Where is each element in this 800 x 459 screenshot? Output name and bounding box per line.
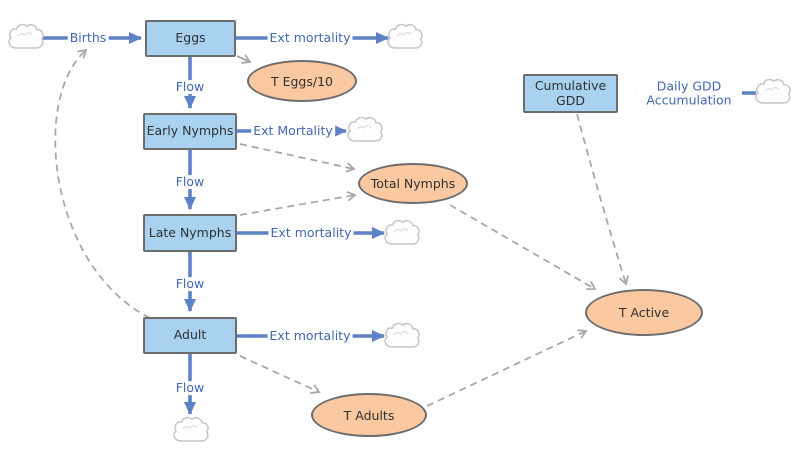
flow-label-adult-flow[interactable]: Flow — [173, 380, 207, 396]
link-late-to-total-nymphs[interactable] — [239, 195, 355, 216]
stock-eggs-label: Eggs — [175, 30, 206, 46]
cloud-sink-early-mortality[interactable] — [347, 116, 383, 142]
flow-label-early-ext-mortality[interactable]: Ext Mortality — [251, 123, 335, 139]
stock-early-nymphs-label: Early Nymphs — [146, 123, 234, 139]
stock-late-nymphs-label: Late Nymphs — [148, 224, 232, 240]
converter-t-adults[interactable]: T Adults — [311, 393, 427, 437]
stock-adult[interactable]: Adult — [143, 317, 237, 354]
converter-t-active-label: T Active — [618, 305, 670, 320]
cloud-sink-late-mortality[interactable] — [384, 219, 420, 245]
stock-early-nymphs[interactable]: Early Nymphs — [143, 113, 237, 150]
flow-label-adult-ext-mortality[interactable]: Ext mortality — [267, 328, 353, 344]
stock-cumulative-gdd[interactable]: Cumulative GDD — [523, 74, 618, 113]
converter-t-eggs-10-label: T Eggs/10 — [270, 73, 333, 89]
stock-eggs[interactable]: Eggs — [145, 20, 236, 57]
cloud-sink-eggs-mortality[interactable] — [387, 23, 423, 49]
link-early-to-total-nymphs[interactable] — [239, 143, 354, 169]
flow-label-daily-gdd-accumulation[interactable]: Daily GDD Accumulation — [636, 79, 742, 107]
converter-t-eggs-10[interactable]: T Eggs/10 — [247, 60, 357, 102]
flow-label-births[interactable]: Births — [67, 30, 109, 46]
flow-label-late-flow[interactable]: Flow — [173, 276, 207, 292]
cloud-source-gdd[interactable] — [755, 78, 791, 104]
flow-label-eggs-flow[interactable]: Flow — [173, 79, 207, 95]
converter-total-nymphs[interactable]: Total Nymphs — [358, 163, 468, 204]
cloud-sink-adult-mortality[interactable] — [384, 322, 420, 348]
flow-label-eggs-ext-mortality[interactable]: Ext mortality — [267, 30, 353, 46]
link-adult-to-births[interactable] — [54, 50, 151, 319]
flow-label-late-ext-mortality[interactable]: Ext mortality — [268, 225, 354, 241]
link-adult-to-t-adults[interactable] — [239, 355, 319, 392]
link-t-adults-to-t-active[interactable] — [426, 331, 586, 407]
stock-late-nymphs[interactable]: Late Nymphs — [143, 214, 237, 252]
cloud-source-births[interactable] — [8, 23, 44, 49]
converter-t-adults-label: T Adults — [343, 407, 395, 423]
flow-label-early-flow[interactable]: Flow — [173, 174, 207, 190]
cloud-sink-adult-flow[interactable] — [173, 416, 209, 442]
link-eggs-to-t-eggs[interactable] — [236, 56, 250, 62]
stock-cumulative-gdd-label: Cumulative GDD — [534, 78, 607, 108]
stock-adult-label: Adult — [173, 327, 207, 343]
link-total-nymphs-to-t-active[interactable] — [449, 204, 595, 289]
link-cumulative-gdd-to-t-active[interactable] — [576, 113, 626, 284]
converter-t-active[interactable]: T Active — [585, 289, 703, 336]
converter-total-nymphs-label: Total Nymphs — [370, 176, 456, 191]
